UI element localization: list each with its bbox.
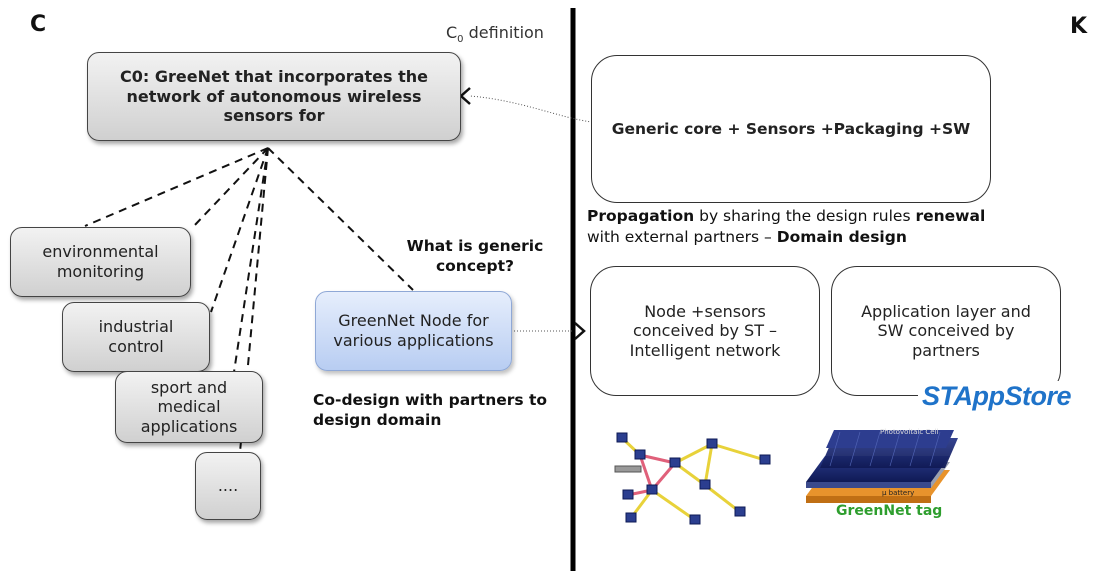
micro-battery-label: μ battery [882, 489, 915, 497]
propagation-text: Propagation by sharing the design rules … [587, 206, 1077, 248]
propagation-keyword: Propagation [587, 207, 695, 225]
dash-to-industrial [192, 147, 269, 228]
k-node-box: Node +sensors conceived by ST – Intellig… [590, 266, 820, 396]
industrial-control-text: industrial control [98, 317, 174, 356]
c0-label-c: C [446, 23, 458, 42]
generic-concept-question: What is generic concept? [406, 237, 544, 276]
environmental-monitoring-box: environmental monitoring [10, 227, 191, 297]
c0-definition-label: C0 definition [446, 23, 544, 45]
dash-to-node [267, 147, 414, 291]
dash-to-environmental [84, 147, 269, 227]
k-node-text: Node +sensors conceived by ST – Intellig… [629, 301, 781, 360]
application-layer-text: Application layer and SW conceived by pa… [861, 301, 1031, 360]
st-logo-mark: ST [922, 381, 954, 411]
more-applications-text: .... [217, 476, 239, 496]
k-section-letter: K [1070, 14, 1088, 39]
greennet-tag-illustration [806, 430, 958, 503]
st-appstore-logo: STAppStore [918, 381, 1075, 412]
sport-medical-text: sport and medical applications [140, 377, 238, 436]
photovoltaic-cell-label: Photovoltaic Cell [880, 428, 939, 436]
industrial-control-box: industrial control [62, 302, 210, 372]
arrowhead-k-node [574, 322, 586, 340]
arrowhead-c0 [459, 87, 471, 105]
domain-design-keyword: Domain design [776, 227, 907, 246]
greennet-tag-label: GreenNet tag [836, 503, 943, 519]
greennet-node-text: GreenNet Node for various applications [333, 311, 494, 350]
sport-medical-box: sport and medical applications [115, 371, 263, 443]
network-illustration [614, 432, 771, 525]
c0-root-box: C0: GreeNet that incorporates the networ… [87, 52, 461, 141]
generic-core-box: Generic core + Sensors +Packaging +SW [591, 55, 991, 203]
c-section-letter: C [30, 12, 47, 37]
c0-label-rest: definition [463, 23, 544, 42]
dash-to-industrial-2 [210, 147, 269, 313]
c0-label-subscript: 0 [457, 34, 464, 46]
application-layer-box: Application layer and SW conceived by pa… [831, 266, 1061, 396]
renewal-keyword: renewal [915, 207, 986, 225]
generic-core-text: Generic core + Sensors +Packaging +SW [611, 119, 971, 138]
greennet-node-box: GreenNet Node for various applications [315, 291, 512, 371]
propagation-partners: with external partners – [587, 227, 777, 246]
appstore-text: AppStore [953, 381, 1072, 411]
codesign-text: Co-design with partners to design domain [313, 391, 548, 430]
dash-to-sport [233, 147, 269, 373]
more-applications-box: .... [195, 452, 261, 520]
c0-root-text: C0: GreeNet that incorporates the networ… [120, 67, 428, 126]
dotted-arrow-to-c0 [469, 95, 593, 123]
environmental-monitoring-text: environmental monitoring [42, 242, 159, 281]
propagation-middle: by sharing the design rules [694, 207, 916, 225]
